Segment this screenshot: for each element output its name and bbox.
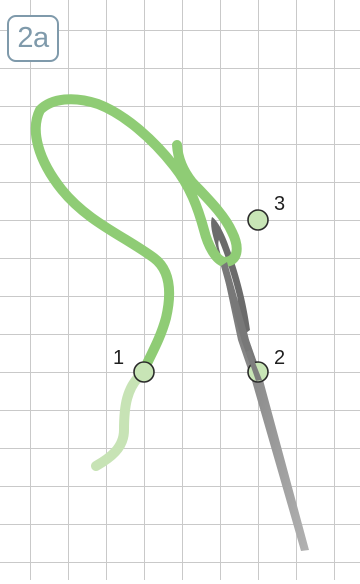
thread-tail xyxy=(96,372,144,466)
thread-icon xyxy=(36,99,237,370)
point-1-marker xyxy=(134,362,154,382)
point-2-label: 2 xyxy=(274,348,285,368)
point-3-marker xyxy=(248,210,268,230)
point-1-label: 1 xyxy=(113,348,124,368)
step-badge: 2a xyxy=(7,15,59,62)
point-3-label: 3 xyxy=(274,194,285,214)
